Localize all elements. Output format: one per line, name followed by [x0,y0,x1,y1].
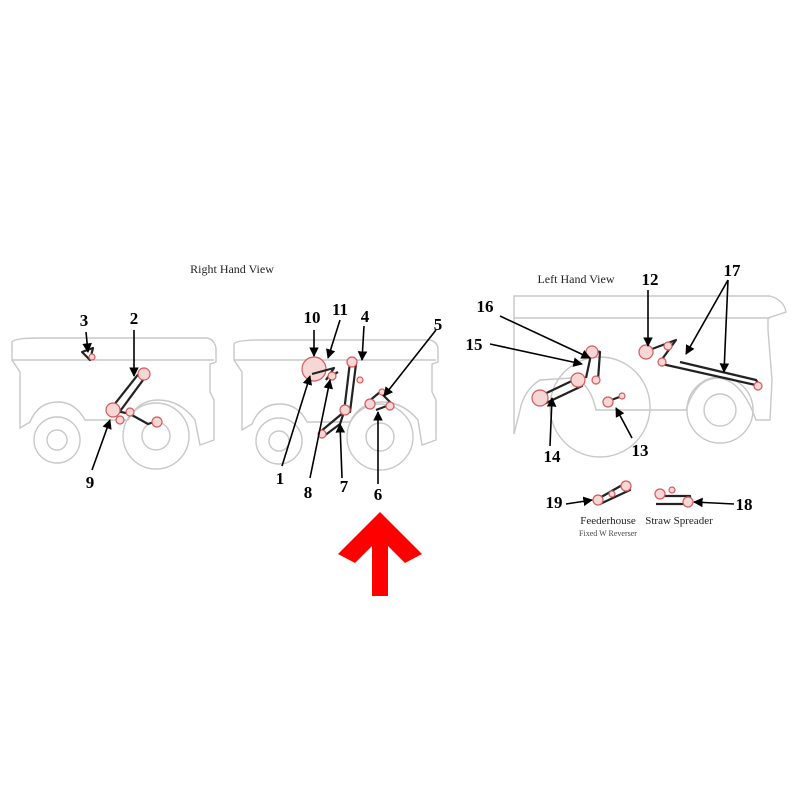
callout-1: 1 [276,469,285,488]
belt-5 [367,390,394,412]
straw-spreader-caption: Straw Spreader [645,515,713,527]
right-hand-view-title: Right Hand View [190,262,274,276]
left-hand-view-title: Left Hand View [537,272,614,286]
callout-13: 13 [632,441,649,460]
belt-17 [661,360,762,388]
callout-4: 4 [361,307,370,326]
callout-12: 12 [642,270,659,289]
callout-9: 9 [86,473,95,492]
callout-15: 15 [466,335,483,354]
straw-spreader-inset [654,486,694,508]
callout-8: 8 [304,483,313,502]
feederhouse-subcaption: Fixed W Reverser [579,529,637,538]
callout-7: 7 [340,477,349,496]
callout-2: 2 [130,309,139,328]
callout-10: 10 [304,308,321,327]
callout-17: 17 [724,261,742,280]
callout-18: 18 [736,495,753,514]
callout-6: 6 [374,485,383,504]
belt-12 [643,338,678,363]
callout-5: 5 [434,315,443,334]
feederhouse-inset [592,480,632,506]
belt-7 [319,410,346,437]
callout-19: 19 [546,493,563,512]
leader-lines [82,279,735,508]
callout-11: 11 [332,300,348,319]
combine-right-front [233,339,439,471]
callout-14: 14 [544,447,562,466]
combine-left [513,295,787,458]
callout-3: 3 [80,311,89,330]
combine-right-rear [11,337,217,470]
up-arrow-icon [338,512,422,596]
feederhouse-caption: Feederhouse [580,515,636,527]
callout-16: 16 [477,297,494,316]
